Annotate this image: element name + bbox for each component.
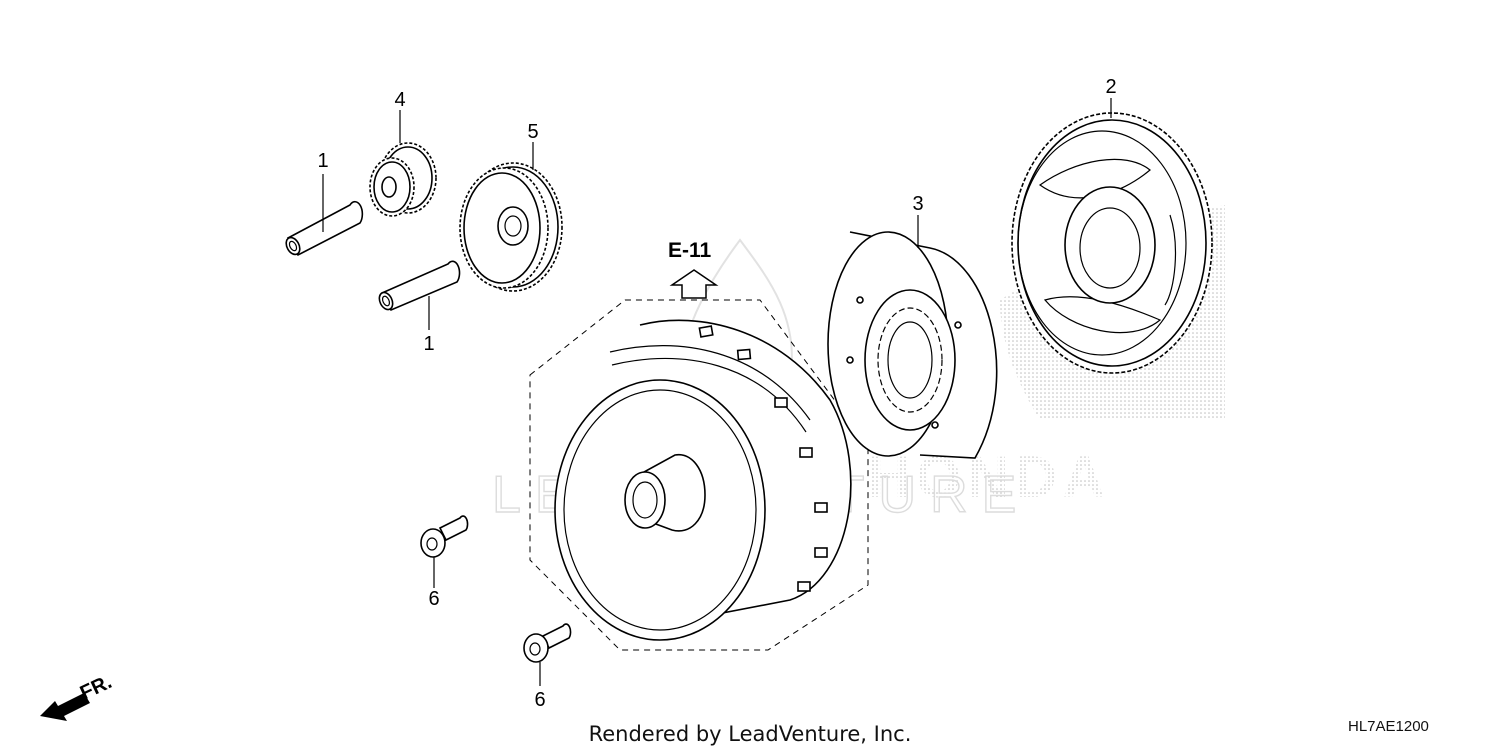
front-indicator: FR. <box>40 671 115 721</box>
bolt-part-6-upper[interactable] <box>420 515 469 558</box>
reference-e11[interactable]: E-11 <box>668 239 719 299</box>
callout-part-6-lower: 6 <box>534 689 545 711</box>
callout-part-2: 2 <box>1105 76 1116 98</box>
footer-credit: Rendered by LeadVenture, Inc. <box>589 722 912 746</box>
assembly-boundary <box>529 299 869 651</box>
pin-part-1-upper[interactable] <box>283 200 364 257</box>
leader-lines <box>322 98 1112 686</box>
gear-part-5[interactable] <box>459 162 563 292</box>
starter-clutch-part-3[interactable] <box>827 231 998 459</box>
callout-part-3: 3 <box>912 193 923 215</box>
up-arrow-icon <box>669 269 719 299</box>
gear-part-2[interactable] <box>1011 112 1213 374</box>
callout-part-5: 5 <box>527 121 538 143</box>
honda-watermark-text: HONDA <box>868 445 1111 510</box>
diagram-code: HL7AE1200 <box>1348 718 1429 735</box>
reference-label: E-11 <box>668 239 712 262</box>
pin-part-1-lower[interactable] <box>377 260 461 312</box>
fr-arrow-icon <box>40 693 90 721</box>
callout-part-6-upper: 6 <box>428 588 439 610</box>
gear-part-4[interactable] <box>369 142 437 217</box>
flywheel[interactable] <box>554 319 852 641</box>
bolt-part-6-lower[interactable] <box>523 623 572 663</box>
callout-part-4: 4 <box>394 89 405 111</box>
callout-part-1-upper: 1 <box>317 150 328 172</box>
callout-part-1-lower: 1 <box>423 333 434 355</box>
